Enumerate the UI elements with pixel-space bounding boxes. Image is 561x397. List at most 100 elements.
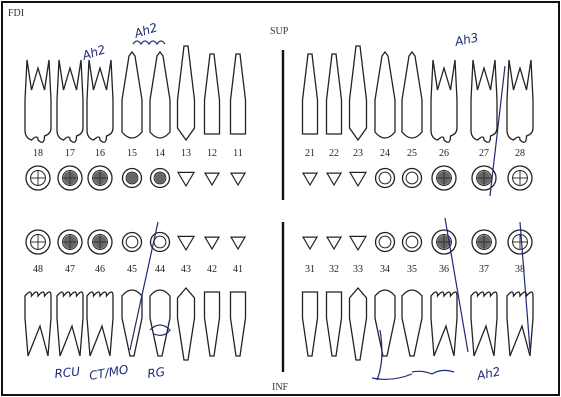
tooth-number-48: 48: [33, 264, 43, 275]
tooth-number-37: 37: [479, 264, 489, 275]
tooth-number-21: 21: [305, 148, 315, 159]
tooth-profile-48: [25, 292, 51, 356]
tooth-number-36: 36: [439, 264, 449, 275]
occlusal-45: [123, 233, 142, 252]
occlusal-46: [88, 230, 112, 254]
occlusal-18: [26, 166, 50, 190]
tooth-profile-43: [178, 288, 195, 360]
handwritten-marks: [130, 41, 530, 380]
tooth-number-32: 32: [329, 264, 339, 275]
tooth-number-26: 26: [439, 148, 449, 159]
occlusal-36: [432, 230, 456, 254]
occlusal-41: [231, 237, 245, 249]
tooth-number-18: 18: [33, 148, 43, 159]
occlusal-14: [151, 169, 170, 188]
occlusal-35: [403, 233, 422, 252]
tooth-number-12: 12: [207, 148, 217, 159]
tooth-profile-26: [431, 60, 457, 142]
tooth-profile-38: [507, 292, 533, 356]
annotation-rg: RG: [146, 365, 165, 381]
occlusal-25: [403, 169, 422, 188]
tooth-profile-34: [375, 290, 395, 356]
tooth-profile-32: [327, 292, 342, 356]
tooth-number-22: 22: [329, 148, 339, 159]
tooth-number-11: 11: [233, 148, 243, 159]
occlusal-22: [327, 173, 341, 185]
tooth-number-35: 35: [407, 264, 417, 275]
occlusal-11: [231, 173, 245, 185]
tooth-profile-22: [327, 54, 342, 134]
occlusal-32: [327, 237, 341, 249]
tooth-profile-37: [471, 292, 497, 356]
tooth-profile-28: [507, 60, 533, 142]
occlusal-23: [350, 172, 366, 186]
occlusal-48: [26, 230, 50, 254]
annotation-rcu: RCU: [54, 364, 81, 381]
tooth-profile-33: [350, 288, 367, 360]
occlusal-31: [303, 237, 317, 249]
tooth-profile-11: [231, 54, 246, 134]
tooth-number-16: 16: [95, 148, 105, 159]
tooth-number-46: 46: [95, 264, 105, 275]
tooth-profile-23: [350, 46, 367, 140]
occlusal-12: [205, 173, 219, 185]
inf-header: INF: [272, 382, 289, 393]
occlusal-33: [350, 236, 366, 250]
tooth-number-45: 45: [127, 264, 137, 275]
occlusal-26: [432, 166, 456, 190]
tooth-number-47: 47: [65, 264, 75, 275]
tooth-profile-12: [205, 54, 220, 134]
tooth-profile-24: [375, 52, 395, 138]
occlusal-42: [205, 237, 219, 249]
occlusal-15: [123, 169, 142, 188]
lower-tooth-profiles: [25, 288, 533, 360]
tooth-profile-47: [57, 292, 83, 356]
annotation-ah2-top: Ah2: [132, 20, 160, 41]
tooth-profile-35: [402, 290, 422, 356]
tooth-profile-21: [303, 54, 318, 134]
tooth-number-33: 33: [353, 264, 363, 275]
tooth-number-13: 13: [181, 148, 191, 159]
tooth-profile-27: [471, 60, 497, 142]
tooth-number-28: 28: [515, 148, 525, 159]
tooth-number-34: 34: [380, 264, 390, 275]
tooth-profile-46: [87, 292, 113, 356]
tooth-number-23: 23: [353, 148, 363, 159]
tooth-profile-18: [25, 60, 51, 142]
tooth-number-14: 14: [155, 148, 165, 159]
line-through-27: [490, 66, 505, 196]
tooth-number-15: 15: [127, 148, 137, 159]
line-through-45: [130, 222, 158, 350]
occlusal-47: [58, 230, 82, 254]
occlusal-21: [303, 173, 317, 185]
brace-mark: [133, 41, 165, 44]
tooth-number-24: 24: [380, 148, 390, 159]
tooth-profile-25: [402, 52, 422, 138]
occlusal-28: [508, 166, 532, 190]
tooth-profile-16: [87, 60, 113, 142]
occlusal-13: [178, 172, 194, 186]
tooth-profile-14: [150, 52, 170, 138]
tooth-profile-45: [122, 290, 142, 356]
tooth-number-25: 25: [407, 148, 417, 159]
annotation-ah2-left: Ah2: [80, 42, 108, 63]
occlusal-17: [58, 166, 82, 190]
annotation-ah3: Ah3: [453, 30, 480, 49]
tooth-profile-13: [178, 46, 195, 140]
tooth-profile-15: [122, 52, 142, 138]
upper-tooth-numbers: 18171615141312112122232425262728: [33, 148, 525, 159]
tooth-number-44: 44: [155, 264, 165, 275]
sup-header: SUP: [270, 26, 289, 37]
tooth-profile-42: [205, 292, 220, 356]
occlusal-37: [472, 230, 496, 254]
line-through-38: [520, 222, 530, 350]
tooth-profile-44: [150, 290, 170, 356]
fdi-header: FDI: [8, 8, 24, 19]
tooth-number-31: 31: [305, 264, 315, 275]
occlusal-16: [88, 166, 112, 190]
tooth-number-27: 27: [479, 148, 489, 159]
upper-tooth-profiles: [25, 46, 533, 142]
